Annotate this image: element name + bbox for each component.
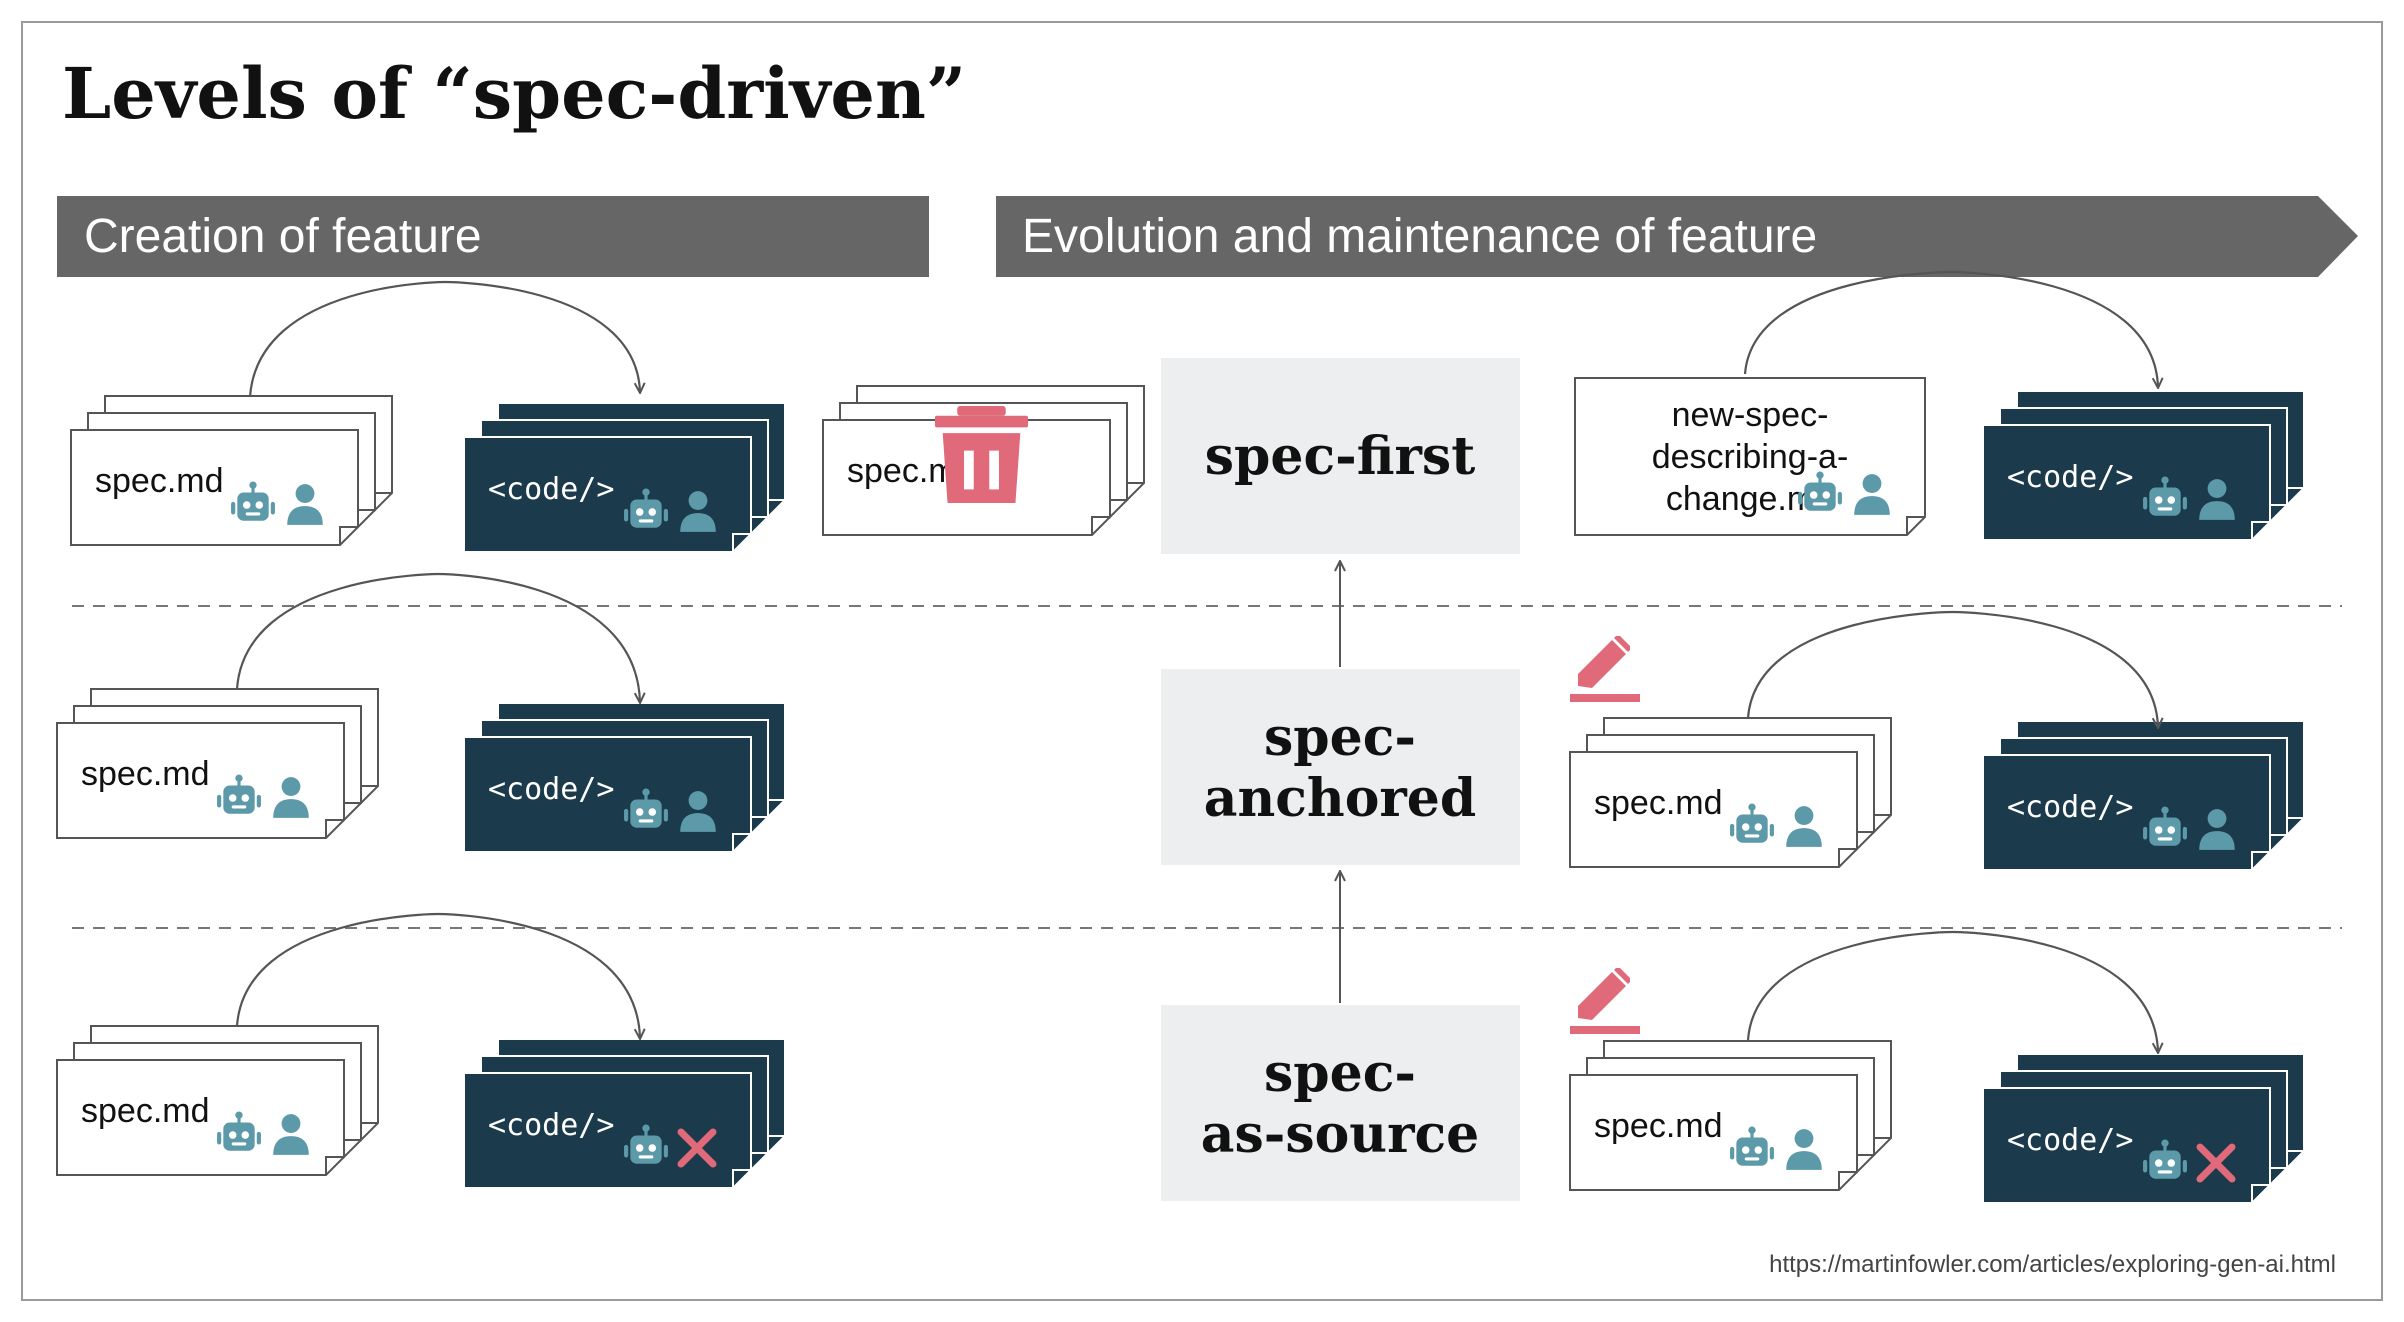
spec-doc-stack: spec.md bbox=[56, 688, 379, 839]
level-spec-anchored-label-1: spec- bbox=[1264, 707, 1416, 768]
diagram-title: Levels of “spec-driven” bbox=[62, 52, 966, 135]
spec-doc-stack-label: spec.md bbox=[95, 462, 224, 500]
level-spec-as-source-label-1: spec- bbox=[1264, 1043, 1416, 1104]
code-doc-stack: <code/> bbox=[463, 1038, 786, 1189]
banner-evolution-label: Evolution and maintenance of feature bbox=[1022, 210, 1817, 263]
level-spec-as-source: spec- as-source bbox=[1161, 1005, 1520, 1201]
code-doc-stack-label: <code/> bbox=[2007, 460, 2133, 495]
level-spec-anchored-label-2: anchored bbox=[1204, 768, 1477, 829]
spec-doc-stack: spec.md bbox=[1569, 717, 1892, 868]
spec-doc-stack-label: spec.md bbox=[1594, 1107, 1723, 1145]
code-doc-stack-label: <code/> bbox=[2007, 790, 2133, 825]
spec-doc-stack: spec.md bbox=[1569, 1040, 1892, 1191]
code-doc-stack: <code/> bbox=[463, 402, 786, 553]
spec-doc-stack: spec.md bbox=[70, 395, 393, 546]
level-spec-first: spec-first bbox=[1161, 358, 1520, 554]
level-spec-first-label: spec-first bbox=[1205, 426, 1475, 487]
banner-creation: Creation of feature bbox=[57, 196, 929, 277]
code-doc-stack-label: <code/> bbox=[488, 472, 614, 507]
code-doc-stack: <code/> bbox=[1982, 720, 2305, 871]
code-doc-stack-label: <code/> bbox=[2007, 1123, 2133, 1158]
spec-doc-stack-label: spec.md bbox=[81, 755, 210, 793]
generation-arrow bbox=[235, 572, 640, 702]
generation-arrow bbox=[248, 280, 640, 398]
new-spec-doc-label: new-spec-describing-a-change.md bbox=[1652, 396, 1849, 518]
banner-evolution: Evolution and maintenance of feature bbox=[996, 196, 2358, 277]
trash-icon bbox=[934, 406, 1029, 503]
level-spec-anchored: spec- anchored bbox=[1161, 669, 1520, 865]
code-doc-stack-label: <code/> bbox=[488, 1108, 614, 1143]
generation-arrow bbox=[1743, 270, 2158, 387]
source-url: https://martinfowler.com/articles/explor… bbox=[1769, 1251, 2336, 1278]
spec-doc-stack-label: spec.md bbox=[81, 1092, 210, 1130]
code-doc-stack: <code/> bbox=[463, 702, 786, 853]
spec-doc-stack-label: spec.md bbox=[1594, 784, 1723, 822]
level-spec-as-source-label-2: as-source bbox=[1201, 1104, 1479, 1165]
diagram-content: spec.md <code/> spec.md new-spec-describing… bbox=[56, 270, 2305, 1204]
banner-creation-label: Creation of feature bbox=[84, 210, 482, 263]
new-spec-doc: new-spec-describing-a-change.md bbox=[1574, 377, 1926, 536]
spec-doc-stack: spec.md bbox=[56, 1025, 379, 1176]
generation-arrow bbox=[1746, 610, 2158, 727]
generation-arrow bbox=[1746, 930, 2158, 1052]
generation-arrow bbox=[235, 912, 640, 1038]
code-doc-stack: <code/> bbox=[1982, 1053, 2305, 1204]
code-doc-stack: <code/> bbox=[1982, 390, 2305, 541]
code-doc-stack-label: <code/> bbox=[488, 772, 614, 807]
